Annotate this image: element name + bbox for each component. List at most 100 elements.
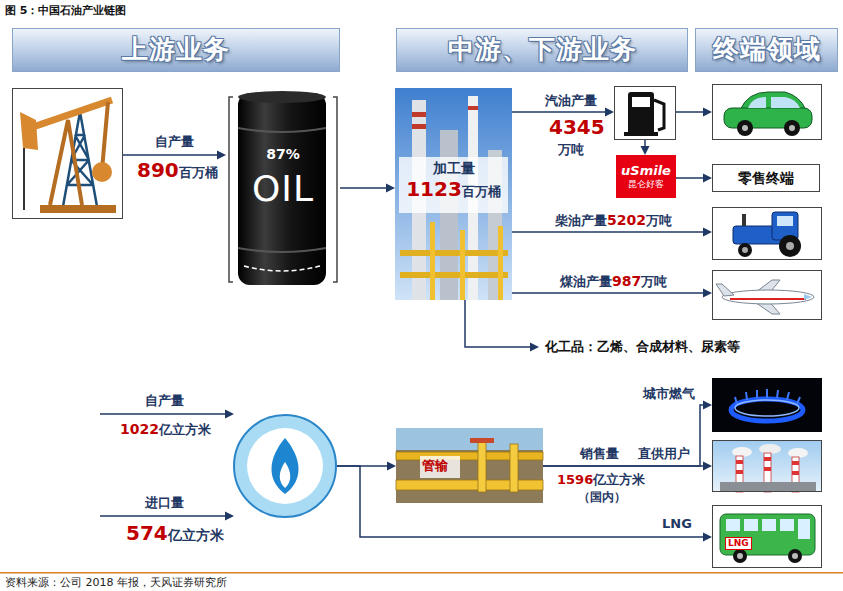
edge-label: LNG (662, 516, 692, 532)
fuel-pump-icon-part (632, 97, 650, 107)
label-group: 柴油产量5202万吨 (555, 212, 672, 229)
value-number: 1022 (120, 421, 159, 438)
node-text: 上游业务 (122, 34, 230, 65)
gas-input-arrow-part (225, 512, 234, 521)
label-group: 煤油产量987万吨 (560, 273, 667, 290)
chimneys-picture-part (792, 461, 799, 465)
source-caption: 资料来源：公司 2018 年报，天风证券研究所 (5, 576, 227, 589)
refinery-picture-part (400, 250, 508, 256)
text-row: 零售终端 (738, 170, 794, 187)
chimneys-picture-part (736, 470, 743, 474)
gas-stove-picture-part (712, 378, 822, 432)
gas-symbol-part (247, 428, 323, 504)
value-number: 574 (126, 521, 168, 545)
label-group: 自产量 (155, 134, 194, 150)
picture-box (12, 88, 123, 219)
label-group: 进口量 (145, 495, 184, 511)
plane-picture (716, 280, 814, 314)
label-group: 1596亿立方米 (557, 472, 645, 488)
text-row: uSmile (621, 163, 671, 179)
gas-input-arrow (100, 410, 234, 521)
pumpjack-picture-part (40, 205, 116, 213)
oil-barrel-part (238, 128, 326, 252)
annotation-text: 亿立方米 (159, 422, 211, 438)
gas-stove-picture-part (735, 389, 800, 404)
brand-logo: uSmile昆仑好客 (616, 155, 676, 198)
flow-arrow (676, 111, 705, 113)
flow-arrow (543, 465, 705, 467)
annotation-text: （国内） (578, 490, 626, 504)
gas-input-arrow-part (225, 410, 234, 419)
pumpjack-picture-part (92, 162, 112, 182)
tractor-picture-part (777, 216, 793, 226)
process-box: 零售终端 (712, 164, 820, 192)
value-number: 4345 (549, 115, 605, 139)
text-row: OIL (252, 163, 314, 209)
node-text: 昆仑好客 (628, 179, 664, 190)
flow-arrow (676, 177, 705, 179)
node-text: 管输 (422, 458, 448, 474)
picture-box (712, 84, 822, 140)
fuel-pump-icon-part (654, 100, 664, 130)
car-picture (724, 92, 812, 136)
lng-bus-picture-part (720, 514, 815, 555)
lng-bus-picture-part (733, 549, 747, 563)
pipeline-picture-part (420, 456, 460, 478)
plane-picture-part (730, 298, 806, 300)
label-group: 自产量 (145, 393, 184, 409)
annotation-text: 百万桶 (179, 165, 218, 181)
label-group: 574亿立方米 (126, 521, 224, 545)
oil-barrel-node: 87%OIL (226, 90, 340, 287)
lng-bus-picture-part (737, 553, 743, 559)
arrowhead (387, 462, 396, 471)
refinery-picture-part (430, 222, 435, 300)
edge-label: 城市燃气 (643, 386, 695, 402)
annotation-text: 亿立方米 (168, 527, 224, 544)
fuel-pump-icon-part (628, 92, 654, 134)
caption-rule (0, 572, 843, 574)
figure-title: 图 5：中国石油产业链图 (5, 4, 126, 17)
label-group: 直供用户 (638, 446, 690, 462)
pumpjack-picture (13, 89, 122, 218)
plane-picture-part (722, 290, 814, 304)
gas-stove-picture (712, 378, 822, 432)
node-text: 百万桶 (462, 184, 501, 200)
text-row: 中游、下游业务 (448, 34, 637, 65)
node-text: LNG (725, 537, 752, 550)
gas-stove-picture-part (735, 400, 799, 416)
annotation-text: 进口量 (145, 495, 184, 511)
lng-bus-picture-part (788, 549, 802, 563)
pipeline-picture-part (478, 440, 486, 492)
edge-label: 柴油产量 (555, 213, 607, 229)
arrowhead (703, 289, 712, 298)
chimneys-picture-part (764, 457, 771, 461)
annotation-text: 万吨 (646, 213, 672, 229)
label-group: 销售量 (580, 446, 619, 462)
arrowhead (703, 462, 712, 471)
arrowhead (217, 151, 226, 160)
annotation-text: 化工品：乙烯、合成材料、尿素等 (545, 339, 740, 355)
node-text: 终端领域 (713, 34, 821, 65)
arrowhead (703, 228, 712, 237)
label-group: 万吨 (558, 142, 584, 158)
fuel-pump-icon-part (624, 132, 658, 136)
flow-arrow (337, 466, 705, 537)
gas-symbol-part (234, 415, 336, 517)
lng-bus-picture-part (780, 519, 794, 531)
pumpjack-picture-part (102, 102, 108, 170)
pipeline-picture-part (396, 428, 543, 450)
gas-circle-node (233, 414, 337, 518)
chimneys-picture (712, 440, 822, 492)
edge-label: 煤油产量 (560, 274, 612, 290)
edge-label: 汽油产量 (545, 93, 597, 109)
node-text: 1123 (406, 177, 462, 201)
node-text: 中游、下游业务 (448, 34, 637, 65)
node-text: 零售终端 (738, 170, 794, 187)
label-group: 化工品：乙烯、合成材料、尿素等 (545, 339, 740, 355)
flow-arrow (512, 292, 705, 294)
text-row: 加工量 (433, 160, 475, 177)
chemicals-leader-part (465, 300, 531, 347)
arrowhead (703, 108, 712, 117)
lng-bus-picture-part (726, 519, 740, 531)
